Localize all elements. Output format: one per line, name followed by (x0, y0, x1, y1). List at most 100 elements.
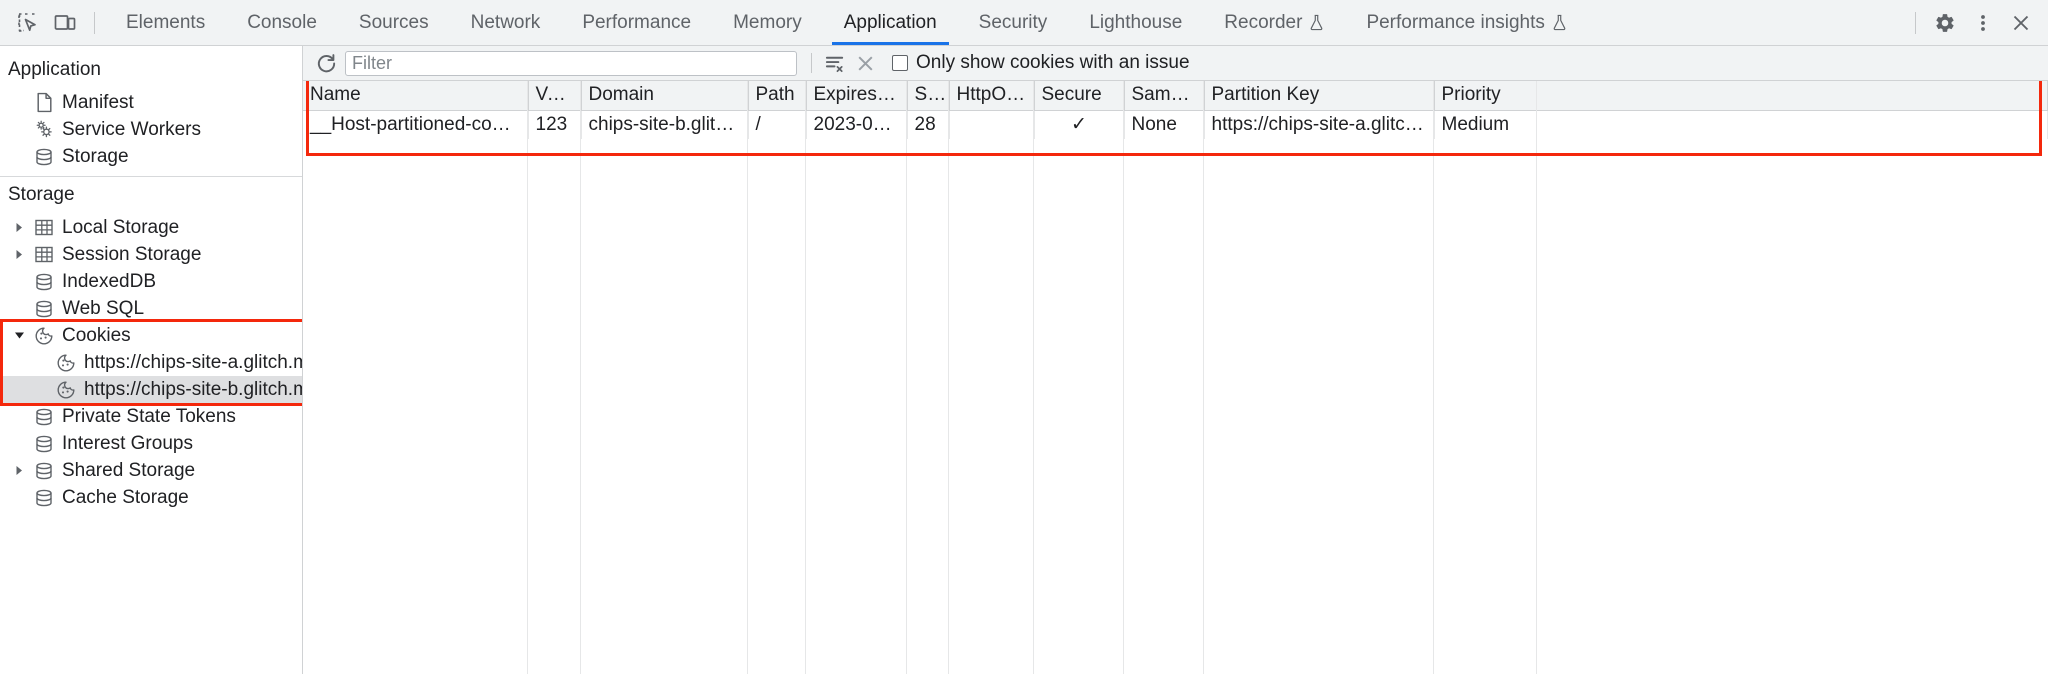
device-toolbar-icon[interactable] (46, 5, 84, 41)
cell-expires-m: 2023-07-07… (806, 110, 908, 139)
tab-recorder[interactable]: Recorder (1203, 0, 1345, 45)
cell-domain: chips-site-b.glitch.me (581, 110, 749, 139)
tree-item-storage[interactable]: Storage (0, 143, 302, 170)
devtools-toolbar: Elements Console Sources Network Performance… (0, 0, 2048, 46)
column-header-expires-m[interactable]: Expires / M... (806, 81, 908, 111)
tree-item-label: Web SQL (62, 297, 145, 319)
table-icon (30, 245, 58, 264)
column-header-name[interactable]: Name (303, 81, 529, 111)
tab-performance-insights[interactable]: Performance insights (1345, 0, 1587, 45)
toolbar-divider-right (1915, 11, 1916, 34)
toolbar-divider (94, 11, 95, 34)
tab-performance[interactable]: Performance (561, 0, 712, 45)
database-icon (30, 488, 58, 508)
more-vertical-icon[interactable] (1964, 5, 2002, 41)
column-header-path[interactable]: Path (748, 81, 807, 111)
gear-icon[interactable] (1926, 5, 1964, 41)
inspect-element-icon[interactable] (8, 5, 46, 41)
tree-item-indexeddb[interactable]: IndexedDB (0, 268, 302, 295)
tab-label: Performance insights (1366, 11, 1545, 33)
clear-filter-icon[interactable] (820, 49, 850, 77)
cell-secure: ✓ (1034, 110, 1125, 139)
tab-elements[interactable]: Elements (105, 0, 226, 45)
tree-item-shared-storage[interactable]: Shared Storage (0, 457, 302, 484)
column-header-domain[interactable]: Domain (581, 81, 749, 111)
tab-security[interactable]: Security (958, 0, 1069, 45)
column-header-httponly[interactable]: HttpOnly (949, 81, 1035, 111)
chevron-collapsed-icon[interactable] (8, 249, 30, 260)
tree-item-https-chips-site-a-glitch-me[interactable]: https://chips-site-a.glitch.me (0, 349, 302, 376)
tab-memory[interactable]: Memory (712, 0, 823, 45)
sidebar-section-storage-title: Storage (8, 184, 75, 205)
table-icon (30, 218, 58, 237)
tree-item-web-sql[interactable]: Web SQL (0, 295, 302, 322)
column-separator (1034, 81, 1124, 674)
column-separator (748, 81, 806, 674)
flask-icon (1311, 14, 1323, 31)
column-separator (907, 81, 949, 674)
tab-label: Sources (358, 11, 429, 33)
checkbox-box[interactable] (892, 55, 908, 71)
tree-item-cookies[interactable]: Cookies (0, 322, 302, 349)
tree-item-label: Service Workers (62, 118, 202, 140)
cookie-icon (30, 326, 58, 346)
column-separator (1204, 81, 1434, 674)
clear-all-icon[interactable] (850, 49, 880, 77)
tree-item-local-storage[interactable]: Local Storage (0, 214, 302, 241)
tree-item-private-state-tokens[interactable]: Private State Tokens (0, 403, 302, 430)
tab-console[interactable]: Console (226, 0, 338, 45)
column-grid-filler (303, 81, 2048, 674)
tab-label: Elements (126, 11, 206, 33)
sidebar-section-application-title: Application (8, 59, 101, 80)
column-header-size[interactable]: Size (907, 81, 950, 111)
tree-item-service-workers[interactable]: Service Workers (0, 116, 302, 143)
tab-label: Recorder (1224, 11, 1303, 33)
column-header-value[interactable]: Value (528, 81, 582, 111)
column-separator (528, 81, 581, 674)
tree-item-label: IndexedDB (62, 270, 157, 292)
database-icon (30, 147, 58, 167)
column-header-partition-key[interactable]: Partition Key (1204, 81, 1435, 111)
tab-label: Performance (582, 11, 692, 33)
close-icon[interactable] (2002, 5, 2040, 41)
tab-label: Memory (733, 11, 802, 33)
tree-item-label: Local Storage (62, 216, 180, 238)
tab-application[interactable]: Application (823, 0, 958, 45)
column-header-secure[interactable]: Secure (1034, 81, 1125, 111)
column-separator (1434, 81, 1537, 674)
tab-label: Network (470, 11, 541, 33)
document-icon (30, 92, 58, 113)
column-separator (949, 81, 1034, 674)
only-issues-checkbox[interactable]: Only show cookies with an issue (892, 52, 1190, 74)
column-separator (1124, 81, 1204, 674)
tab-network[interactable]: Network (450, 0, 562, 45)
tree-item-label: Cache Storage (62, 486, 189, 508)
tree-item-https-chips-site-b-glitch-me[interactable]: https://chips-site-b.glitch.me (0, 376, 302, 403)
refresh-icon[interactable] (311, 49, 341, 77)
tab-label: Security (978, 11, 1048, 33)
chevron-collapsed-icon[interactable] (8, 222, 30, 233)
tab-label: Lighthouse (1089, 11, 1183, 33)
tree-item-interest-groups[interactable]: Interest Groups (0, 430, 302, 457)
tab-sources[interactable]: Sources (338, 0, 450, 45)
tree-item-manifest[interactable]: Manifest (0, 89, 302, 116)
column-header-priority[interactable]: Priority (1434, 81, 2048, 111)
chevron-collapsed-icon[interactable] (8, 465, 30, 476)
tab-label: Application (843, 11, 937, 33)
column-separator (303, 81, 528, 674)
tab-lighthouse[interactable]: Lighthouse (1068, 0, 1203, 45)
column-header-samesite[interactable]: SameSite (1124, 81, 1205, 111)
tree-item-cache-storage[interactable]: Cache Storage (0, 484, 302, 511)
tree-item-label: Storage (62, 145, 129, 167)
cell-priority: Medium (1434, 110, 2048, 139)
tree-item-session-storage[interactable]: Session Storage (0, 241, 302, 268)
chevron-expanded-icon[interactable] (8, 331, 30, 340)
cookies-panel: Only show cookies with an issue NameValu… (303, 46, 2048, 674)
search-input[interactable] (345, 50, 797, 76)
